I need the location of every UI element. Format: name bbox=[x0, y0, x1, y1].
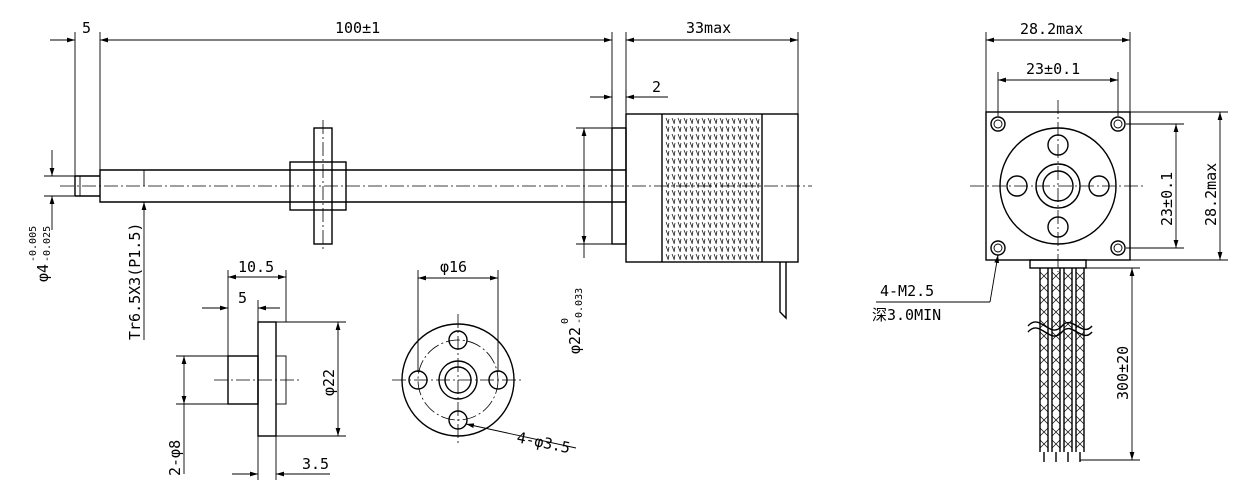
dim-shaft-dia-upper: -0.005 bbox=[28, 226, 39, 262]
dim-nut-flange-dia: φ22 bbox=[320, 369, 338, 396]
motor-body bbox=[625, 113, 799, 263]
dim-nut-flange-thickness: 3.5 bbox=[302, 455, 329, 473]
corner-hole-tr bbox=[1110, 116, 1126, 132]
dim-shaft-end: 5 bbox=[82, 19, 91, 37]
front-view: 5 100±1 33max 2 φ4 -0.005 -0.025 Tr6.5X bbox=[28, 19, 812, 354]
lead-wire-stub bbox=[779, 262, 787, 320]
wire-break-symbol bbox=[1027, 321, 1093, 331]
dim-end-hole-spacing-h: 23±0.1 bbox=[1026, 60, 1080, 78]
corner-hole-br bbox=[1110, 240, 1126, 256]
lead-wires bbox=[1039, 268, 1085, 462]
wire-exit-block bbox=[1029, 259, 1087, 269]
coil-winding-pattern bbox=[665, 117, 760, 261]
dim-end-screw-depth: 深3.0MIN bbox=[872, 306, 941, 324]
dim-end-lead-length: 300±20 bbox=[1114, 346, 1132, 400]
dim-nut-holes: 4-φ3.5 bbox=[515, 428, 572, 457]
dim-flange-step: 2 bbox=[652, 78, 661, 96]
dim-boss-dia: φ22 bbox=[566, 327, 584, 354]
dim-end-width-max: 28.2max bbox=[1020, 20, 1083, 38]
nut-hub bbox=[289, 161, 347, 211]
dim-thread: Tr6.5X3(P1.5) bbox=[126, 223, 144, 340]
dim-nut-total-length: 10.5 bbox=[238, 258, 274, 276]
dim-nut-hub-dia: 2-φ8 bbox=[166, 440, 184, 476]
lead-screw-shaft bbox=[74, 169, 626, 203]
dim-end-hole-spacing-v: 23±0.1 bbox=[1158, 172, 1176, 226]
dim-shaft-dia-lower: -0.025 bbox=[42, 226, 53, 262]
dim-shaft-length: 100±1 bbox=[335, 19, 380, 37]
dim-end-screw: 4-M2.5 bbox=[880, 282, 934, 300]
dim-boss-dia-upper: 0 bbox=[560, 318, 571, 324]
nut-front-view: φ16 4-φ3.5 bbox=[392, 258, 577, 457]
dim-nut-hub-length: 5 bbox=[238, 289, 247, 307]
end-view: 28.2max 23±0.1 23±0.1 28.2max 4-M2.5 深3.… bbox=[872, 20, 1228, 462]
corner-hole-tl bbox=[990, 116, 1006, 132]
nut-side-flange bbox=[257, 321, 277, 437]
corner-hole-bl bbox=[990, 240, 1006, 256]
dim-nut-pitch-circle: φ16 bbox=[440, 258, 467, 276]
nut-side-view: 10.5 5 φ22 2-φ8 3.5 bbox=[166, 258, 346, 480]
dim-boss-dia-lower: -0.033 bbox=[574, 288, 585, 324]
dim-shaft-dia: φ4 bbox=[34, 264, 52, 282]
dim-end-height-max: 28.2max bbox=[1202, 163, 1220, 226]
dim-body-length: 33max bbox=[686, 19, 731, 37]
